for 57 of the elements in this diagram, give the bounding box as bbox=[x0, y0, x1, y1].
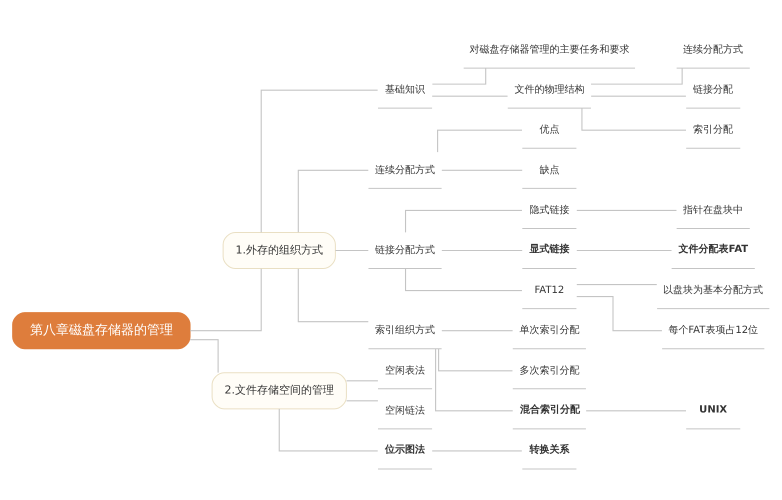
connector bbox=[437, 129, 522, 152]
node-box: 1.外存的组织方式 bbox=[222, 231, 336, 269]
connector bbox=[190, 338, 219, 372]
connector bbox=[576, 296, 662, 331]
node-text: 基础知识 bbox=[385, 84, 426, 96]
node-text: 索引分配 bbox=[693, 124, 734, 136]
connector bbox=[404, 209, 522, 232]
connector bbox=[591, 95, 686, 96]
connector bbox=[432, 95, 508, 96]
node-text: 空闲表法 bbox=[385, 364, 426, 376]
connector bbox=[432, 450, 522, 451]
node-text: 转换关系 bbox=[529, 444, 570, 455]
node-box: 第八章磁盘存储器的管理 bbox=[12, 312, 191, 349]
node-text: 位示图法 bbox=[384, 444, 425, 455]
connector bbox=[404, 268, 522, 291]
node-text: 文件的物理结构 bbox=[514, 84, 584, 96]
connector bbox=[576, 284, 657, 285]
node-text: 每个FAT表项占12位 bbox=[668, 324, 758, 336]
node-text: 多次索引分配 bbox=[519, 364, 580, 376]
node-text: 对磁盘存储器管理的主要任务和要求 bbox=[469, 44, 630, 56]
node-text: 文件分配表FAT bbox=[678, 244, 748, 255]
connector bbox=[581, 108, 686, 130]
connector bbox=[260, 89, 378, 232]
connector bbox=[576, 249, 672, 251]
connector bbox=[336, 249, 368, 251]
node-text: FAT12 bbox=[534, 284, 564, 296]
connector bbox=[432, 68, 486, 84]
connector bbox=[576, 209, 676, 210]
connector bbox=[438, 348, 512, 371]
node-text: 优点 bbox=[539, 124, 560, 136]
node-text: 链接分配方式 bbox=[375, 244, 436, 256]
connector bbox=[442, 169, 522, 170]
node-text: 单次索引分配 bbox=[519, 324, 580, 336]
connector bbox=[298, 268, 368, 322]
node-text: 空闲链法 bbox=[385, 404, 426, 416]
connector bbox=[346, 400, 378, 401]
node-text: 链接分配 bbox=[693, 84, 734, 96]
connector bbox=[278, 408, 378, 451]
connector bbox=[586, 410, 686, 411]
connector bbox=[346, 380, 378, 381]
node-text: 缺点 bbox=[539, 164, 560, 176]
node-text: 连续分配方式 bbox=[683, 44, 744, 56]
node-box: 2.文件存储空间的管理 bbox=[212, 372, 347, 409]
node-text: 连续分配方式 bbox=[375, 164, 436, 176]
node-text: 以盘块为基本分配方式 bbox=[663, 284, 764, 296]
node-text: 混合索引分配 bbox=[520, 404, 580, 415]
connector bbox=[435, 348, 513, 411]
connector bbox=[442, 330, 513, 331]
node-text: 指针在盘块中 bbox=[683, 204, 744, 216]
connector bbox=[442, 249, 522, 251]
node-text: 隐式链接 bbox=[529, 204, 570, 216]
connector bbox=[190, 268, 262, 331]
connector bbox=[298, 169, 368, 232]
node-text: 显式链接 bbox=[529, 244, 570, 255]
node-text: UNIX bbox=[699, 404, 728, 415]
node-text: 索引组织方式 bbox=[375, 324, 436, 336]
connector bbox=[591, 68, 683, 84]
